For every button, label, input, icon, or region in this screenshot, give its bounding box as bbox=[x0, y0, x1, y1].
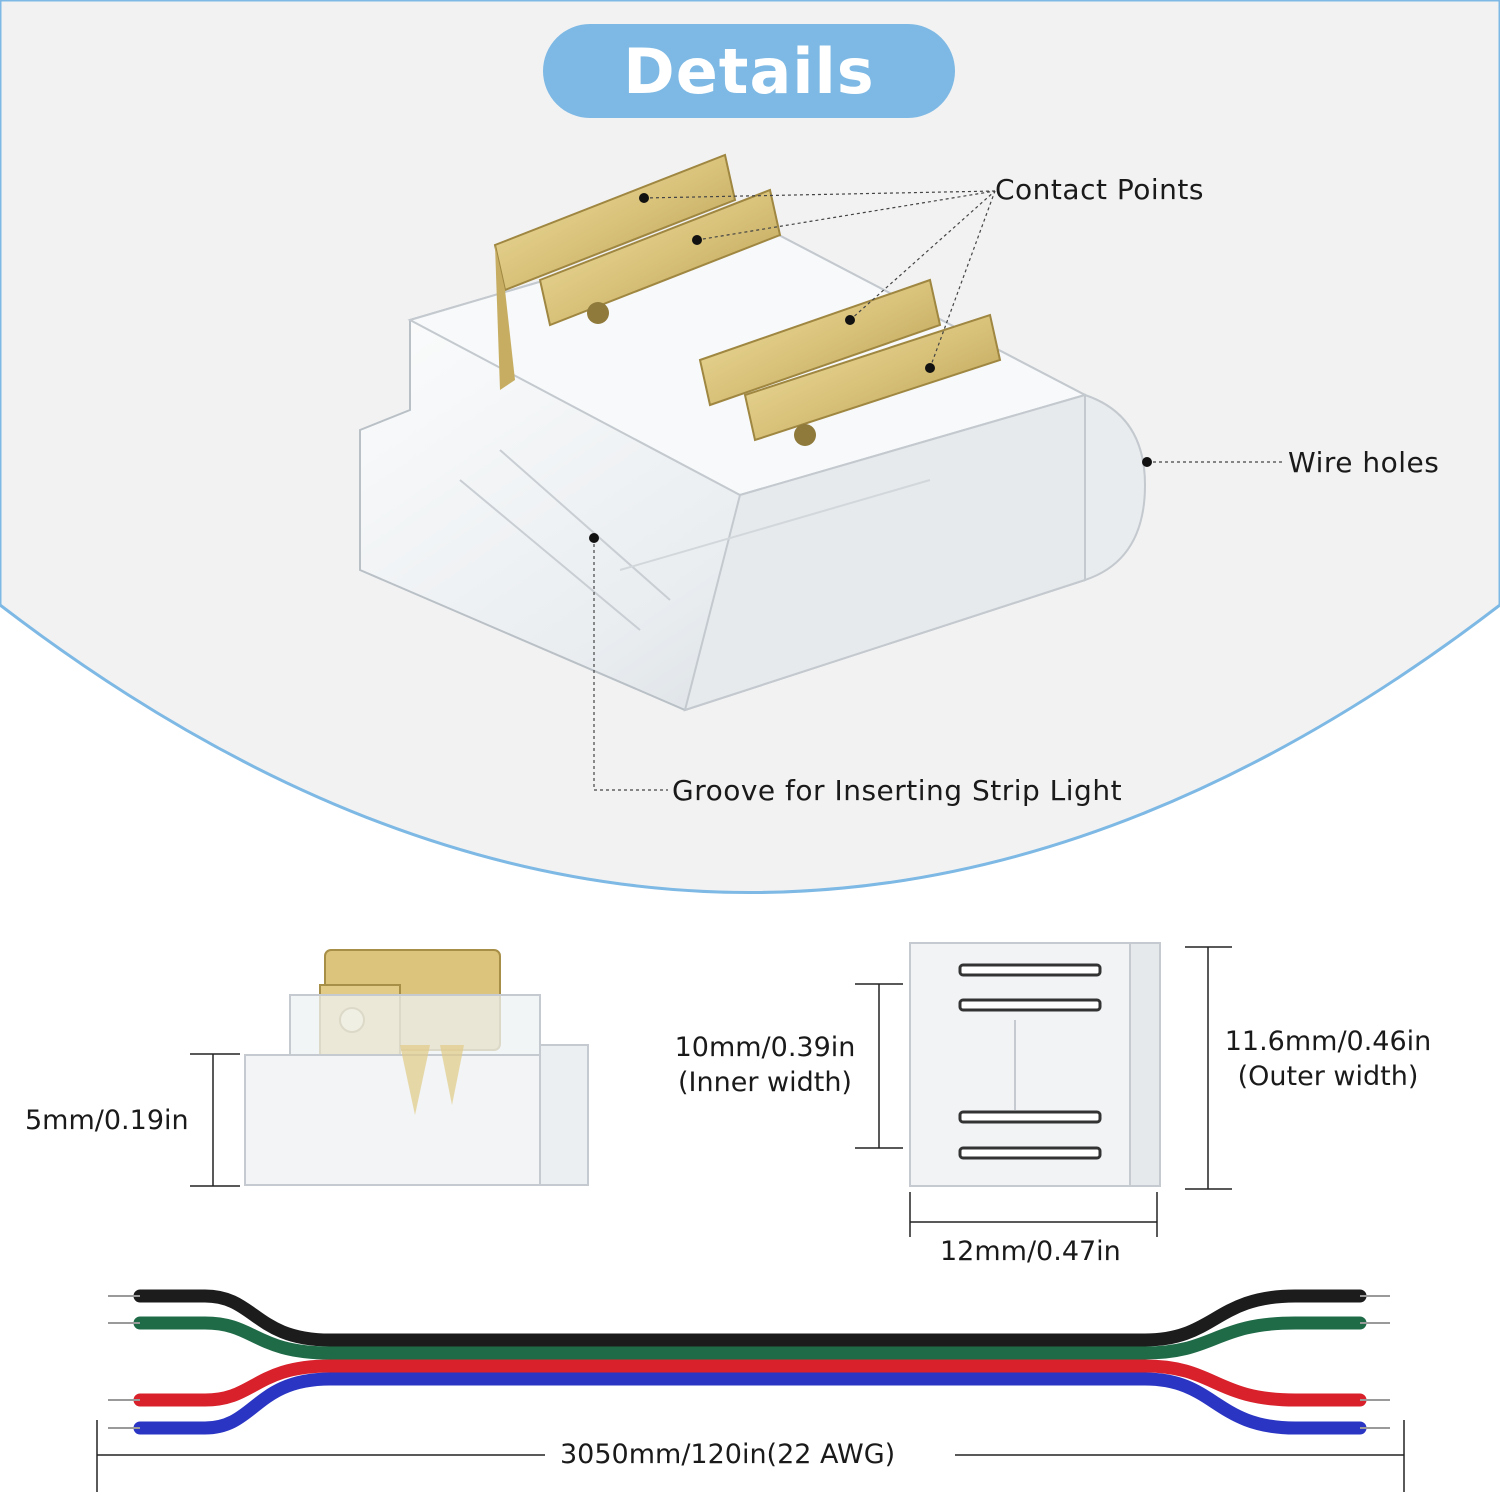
height-dimension-line bbox=[190, 1053, 240, 1187]
outer-width-dimension-line bbox=[1185, 946, 1232, 1190]
wire-holes-label: Wire holes bbox=[1288, 446, 1440, 479]
callout-lines bbox=[589, 190, 1285, 791]
title-pill: Details bbox=[543, 24, 955, 118]
top-view-illustration bbox=[909, 942, 1161, 1187]
inner-width-block: 10mm/0.39in (Inner width) bbox=[668, 1030, 862, 1100]
length-dimension-line bbox=[909, 1192, 1158, 1237]
inner-width-dimension-line bbox=[855, 983, 903, 1149]
page-title: Details bbox=[623, 34, 875, 108]
side-view-illustration bbox=[244, 949, 589, 1186]
outer-width-value: 11.6mm/0.46in bbox=[1224, 1026, 1432, 1057]
connector-illustration bbox=[359, 153, 1147, 712]
inner-width-value: 10mm/0.39in bbox=[674, 1032, 856, 1063]
outer-width-note: (Outer width) bbox=[1237, 1061, 1419, 1093]
outer-width-block: 11.6mm/0.46in (Outer width) bbox=[1215, 1024, 1441, 1094]
inner-width-note: (Inner width) bbox=[678, 1067, 852, 1099]
height-dimension-label: 5mm/0.19in bbox=[25, 1105, 189, 1136]
contact-points-label: Contact Points bbox=[995, 173, 1204, 206]
length-dimension-label: 12mm/0.47in bbox=[940, 1236, 1121, 1267]
cable-length-label: 3050mm/120in(22 AWG) bbox=[560, 1439, 896, 1470]
cable-illustration bbox=[96, 1289, 1405, 1492]
groove-label: Groove for Inserting Strip Light bbox=[672, 774, 1123, 807]
